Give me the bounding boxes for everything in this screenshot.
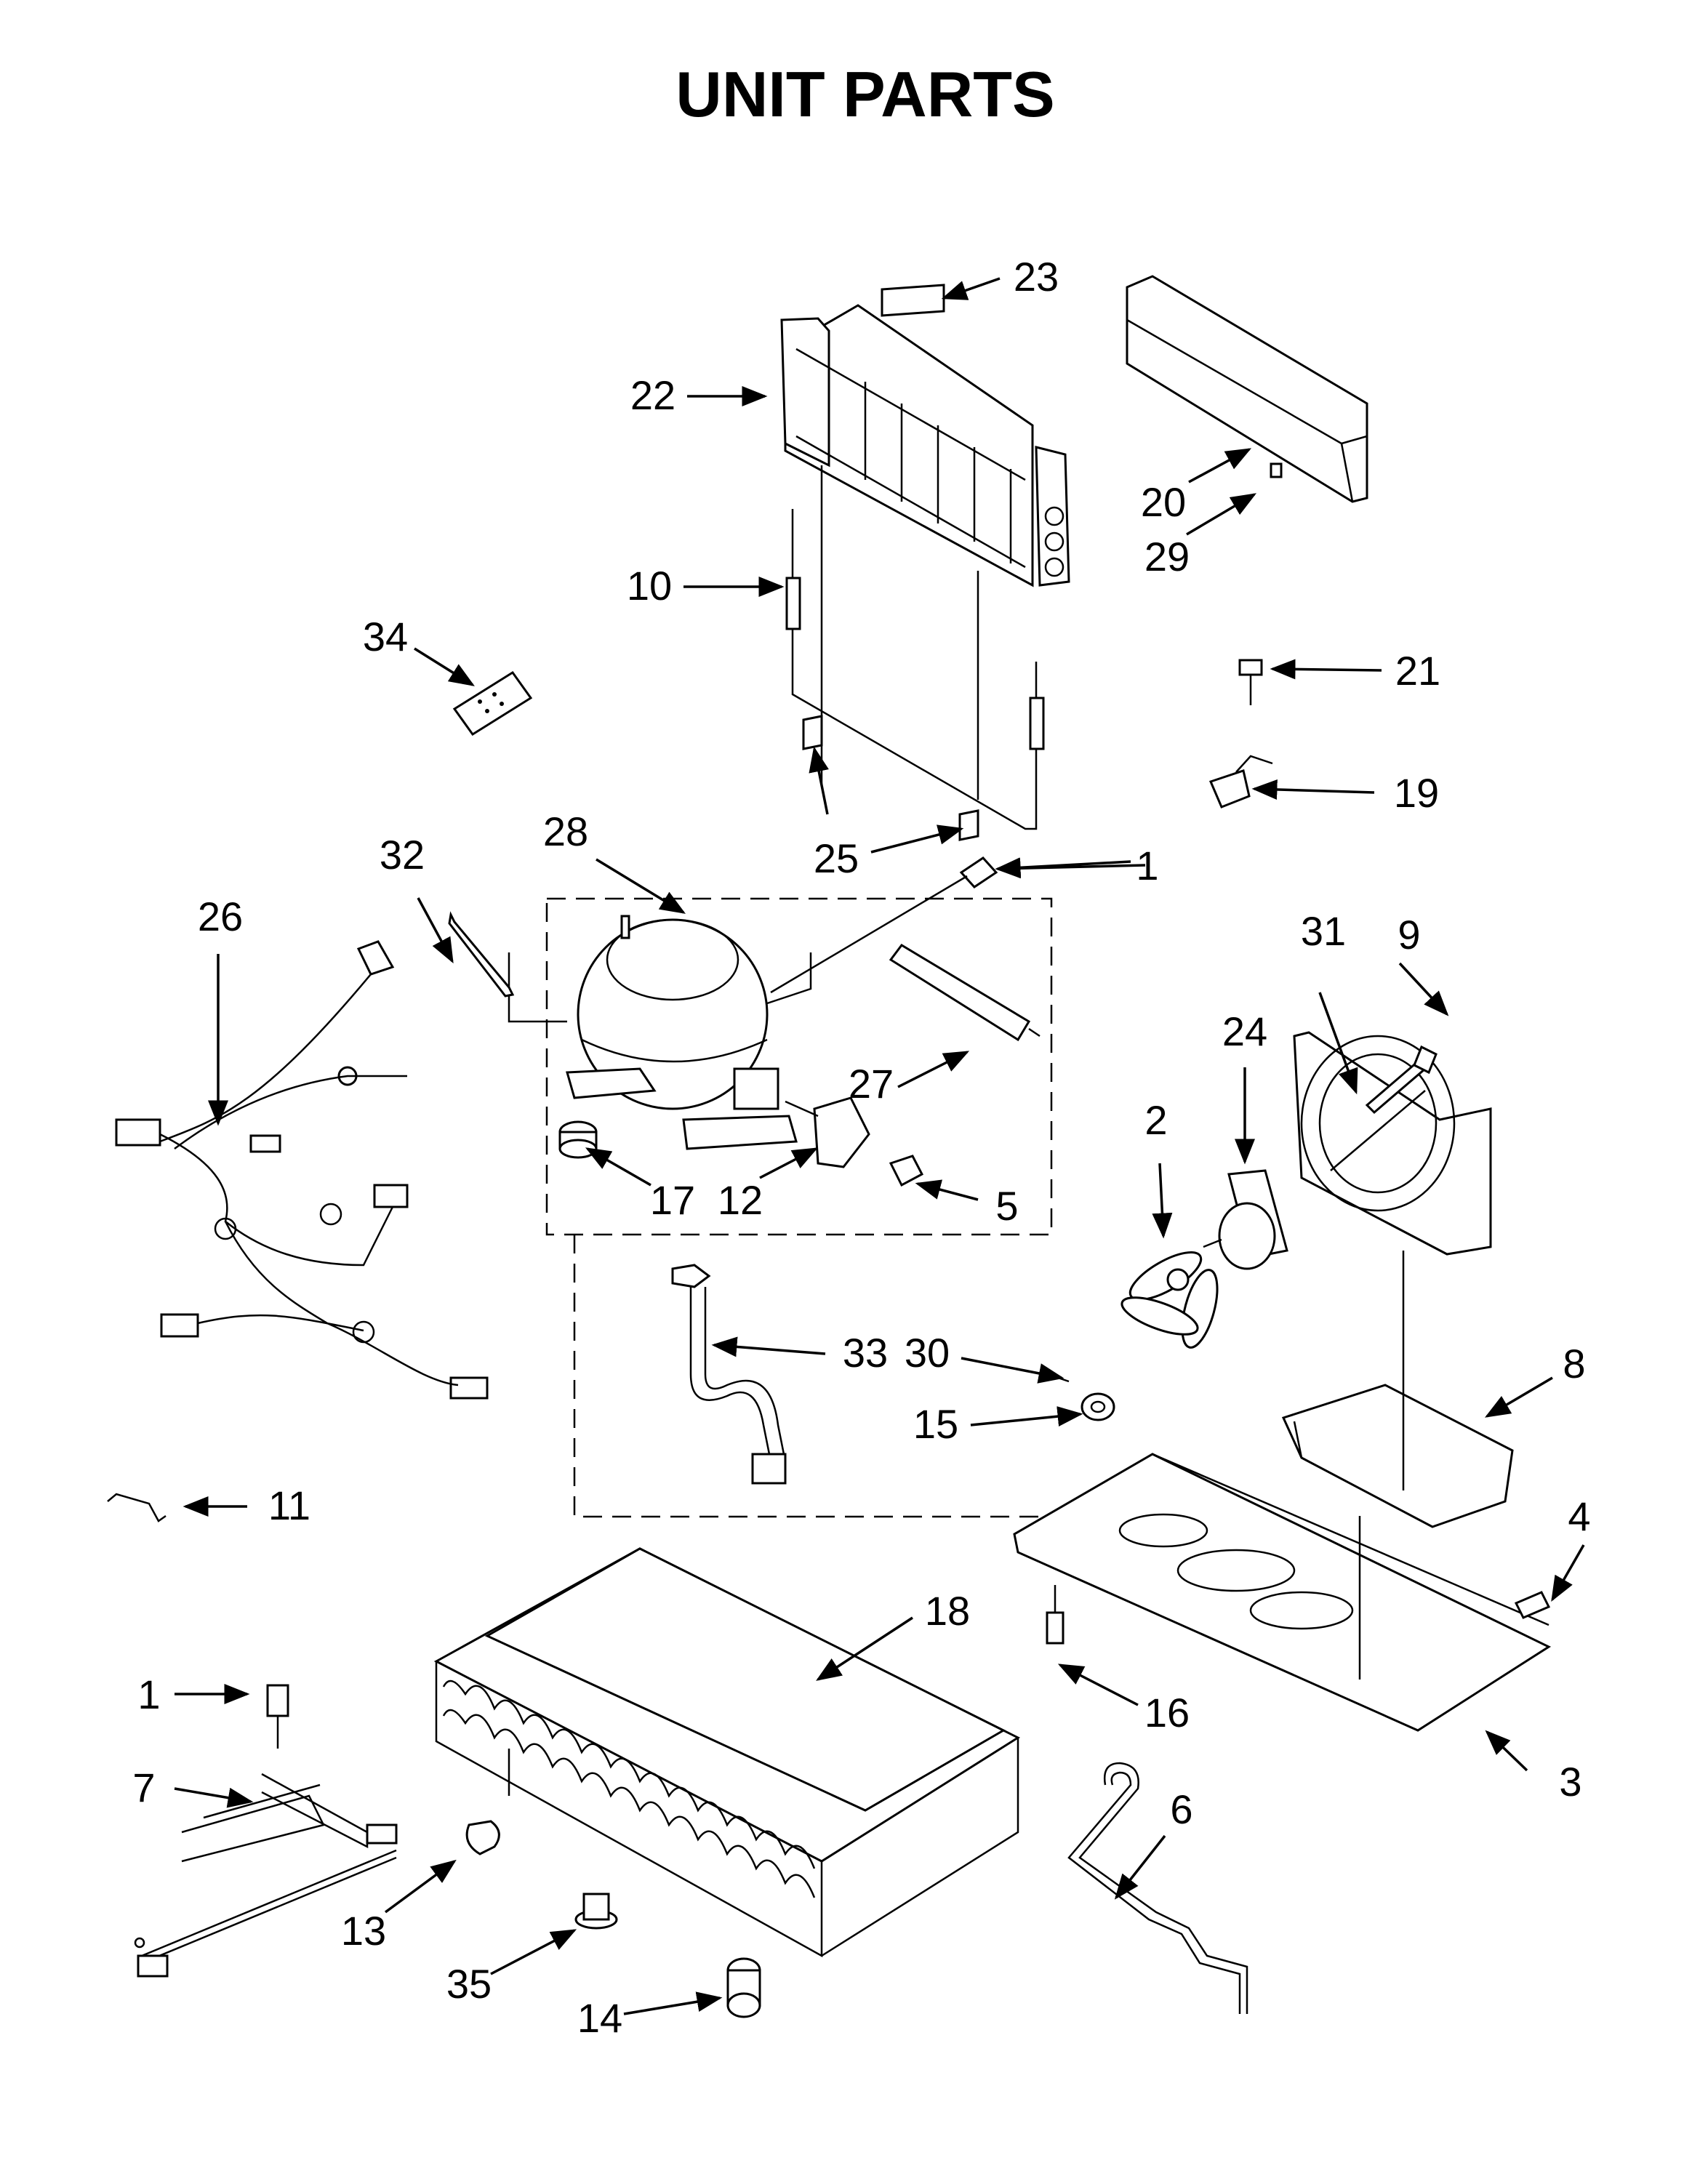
callout-5: 5 [995, 1183, 1018, 1229]
part-19-bracket [1208, 755, 1273, 808]
callout-20: 20 [1141, 479, 1186, 525]
callout-35: 35 [446, 1961, 492, 2007]
part-28-compressor [508, 915, 812, 1150]
part-22-condenser [780, 304, 1070, 587]
part-35-defrost-thermostat [574, 1893, 618, 1930]
part-18-evaporator [433, 1547, 1021, 1958]
part-23-label-plate [881, 284, 945, 317]
part-6-wire-rod [1067, 1762, 1248, 2014]
callout-13: 13 [341, 1908, 386, 1954]
part-10-25-wire-frame [785, 465, 1045, 841]
callout-29: 29 [1144, 534, 1190, 579]
part-4-screw [1514, 1591, 1551, 1619]
part-34-control-board [452, 670, 533, 737]
part-16-screw [1046, 1585, 1065, 1645]
callout-11: 11 [268, 1482, 310, 1528]
drain-tube-boundary [573, 1235, 1047, 1518]
part-3-base-plate [1013, 1453, 1552, 1732]
part-27-filter-dryer [889, 944, 1041, 1042]
part-26-wire-harness [115, 940, 489, 1400]
callout-18: 18 [925, 1588, 970, 1634]
callout-14: 14 [577, 1995, 622, 2041]
callout-6: 6 [1170, 1786, 1192, 1832]
callout-1-bottom: 1 [137, 1672, 160, 1717]
part-21-screw [1238, 659, 1263, 705]
callout-9: 9 [1398, 912, 1420, 958]
callout-8: 8 [1563, 1341, 1585, 1387]
callout-12: 12 [718, 1177, 763, 1223]
callout-2: 2 [1144, 1097, 1167, 1143]
part-2-fan-blade [1120, 1251, 1219, 1349]
callout-15: 15 [913, 1401, 958, 1447]
callout-labels: 23 22 20 29 10 34 21 19 25 1 28 32 26 31… [132, 254, 1590, 2041]
callout-28: 28 [543, 808, 588, 854]
part-29-clip [1270, 462, 1283, 478]
part-9-screw [1365, 1045, 1438, 1115]
callout-17: 17 [650, 1177, 695, 1223]
part-12-start-relay [785, 1096, 870, 1168]
callout-32: 32 [380, 832, 425, 878]
part-14-cap [726, 1957, 761, 2018]
part-31-fan-shroud [1293, 1031, 1492, 1256]
callout-34: 34 [363, 614, 408, 659]
callout-30: 30 [905, 1330, 950, 1376]
part-24-fan-motor [1203, 1169, 1288, 1270]
callout-leaders [174, 277, 1585, 2015]
part-13-clip [465, 1820, 500, 1855]
callout-24: 24 [1222, 1008, 1267, 1054]
part-17-grommet [558, 1120, 598, 1159]
part-1-screw-bottom [266, 1684, 289, 1749]
callout-16: 16 [1144, 1690, 1190, 1735]
callout-1-top: 1 [1136, 843, 1158, 888]
part-11-spring-clip [107, 1493, 167, 1522]
part-20-condenser-cover [1126, 275, 1368, 503]
page-title: UNIT PARTS [675, 58, 1054, 130]
callout-3: 3 [1559, 1759, 1581, 1805]
part-5-overload [889, 1155, 924, 1187]
callout-4: 4 [1568, 1493, 1590, 1539]
part-8-bracket-tray [1281, 1251, 1514, 1528]
callout-21: 21 [1395, 648, 1440, 694]
part-1-screw-top [770, 856, 998, 994]
part-32-strap [448, 911, 515, 998]
part-33-drain-tube [671, 1264, 787, 1485]
callout-19: 19 [1394, 770, 1439, 816]
callout-26: 26 [198, 894, 243, 939]
compressor-assembly-boundary [545, 897, 1053, 1236]
callout-33: 33 [843, 1330, 888, 1376]
callout-31: 31 [1301, 908, 1346, 954]
callout-10: 10 [627, 563, 672, 609]
callout-27: 27 [849, 1061, 894, 1107]
callout-25: 25 [814, 835, 859, 881]
callout-22: 22 [630, 372, 675, 418]
part-15-grommet [1080, 1392, 1115, 1421]
callout-7: 7 [132, 1765, 155, 1810]
part-7-heater-harness [134, 1773, 398, 1978]
callout-23: 23 [1014, 254, 1059, 300]
